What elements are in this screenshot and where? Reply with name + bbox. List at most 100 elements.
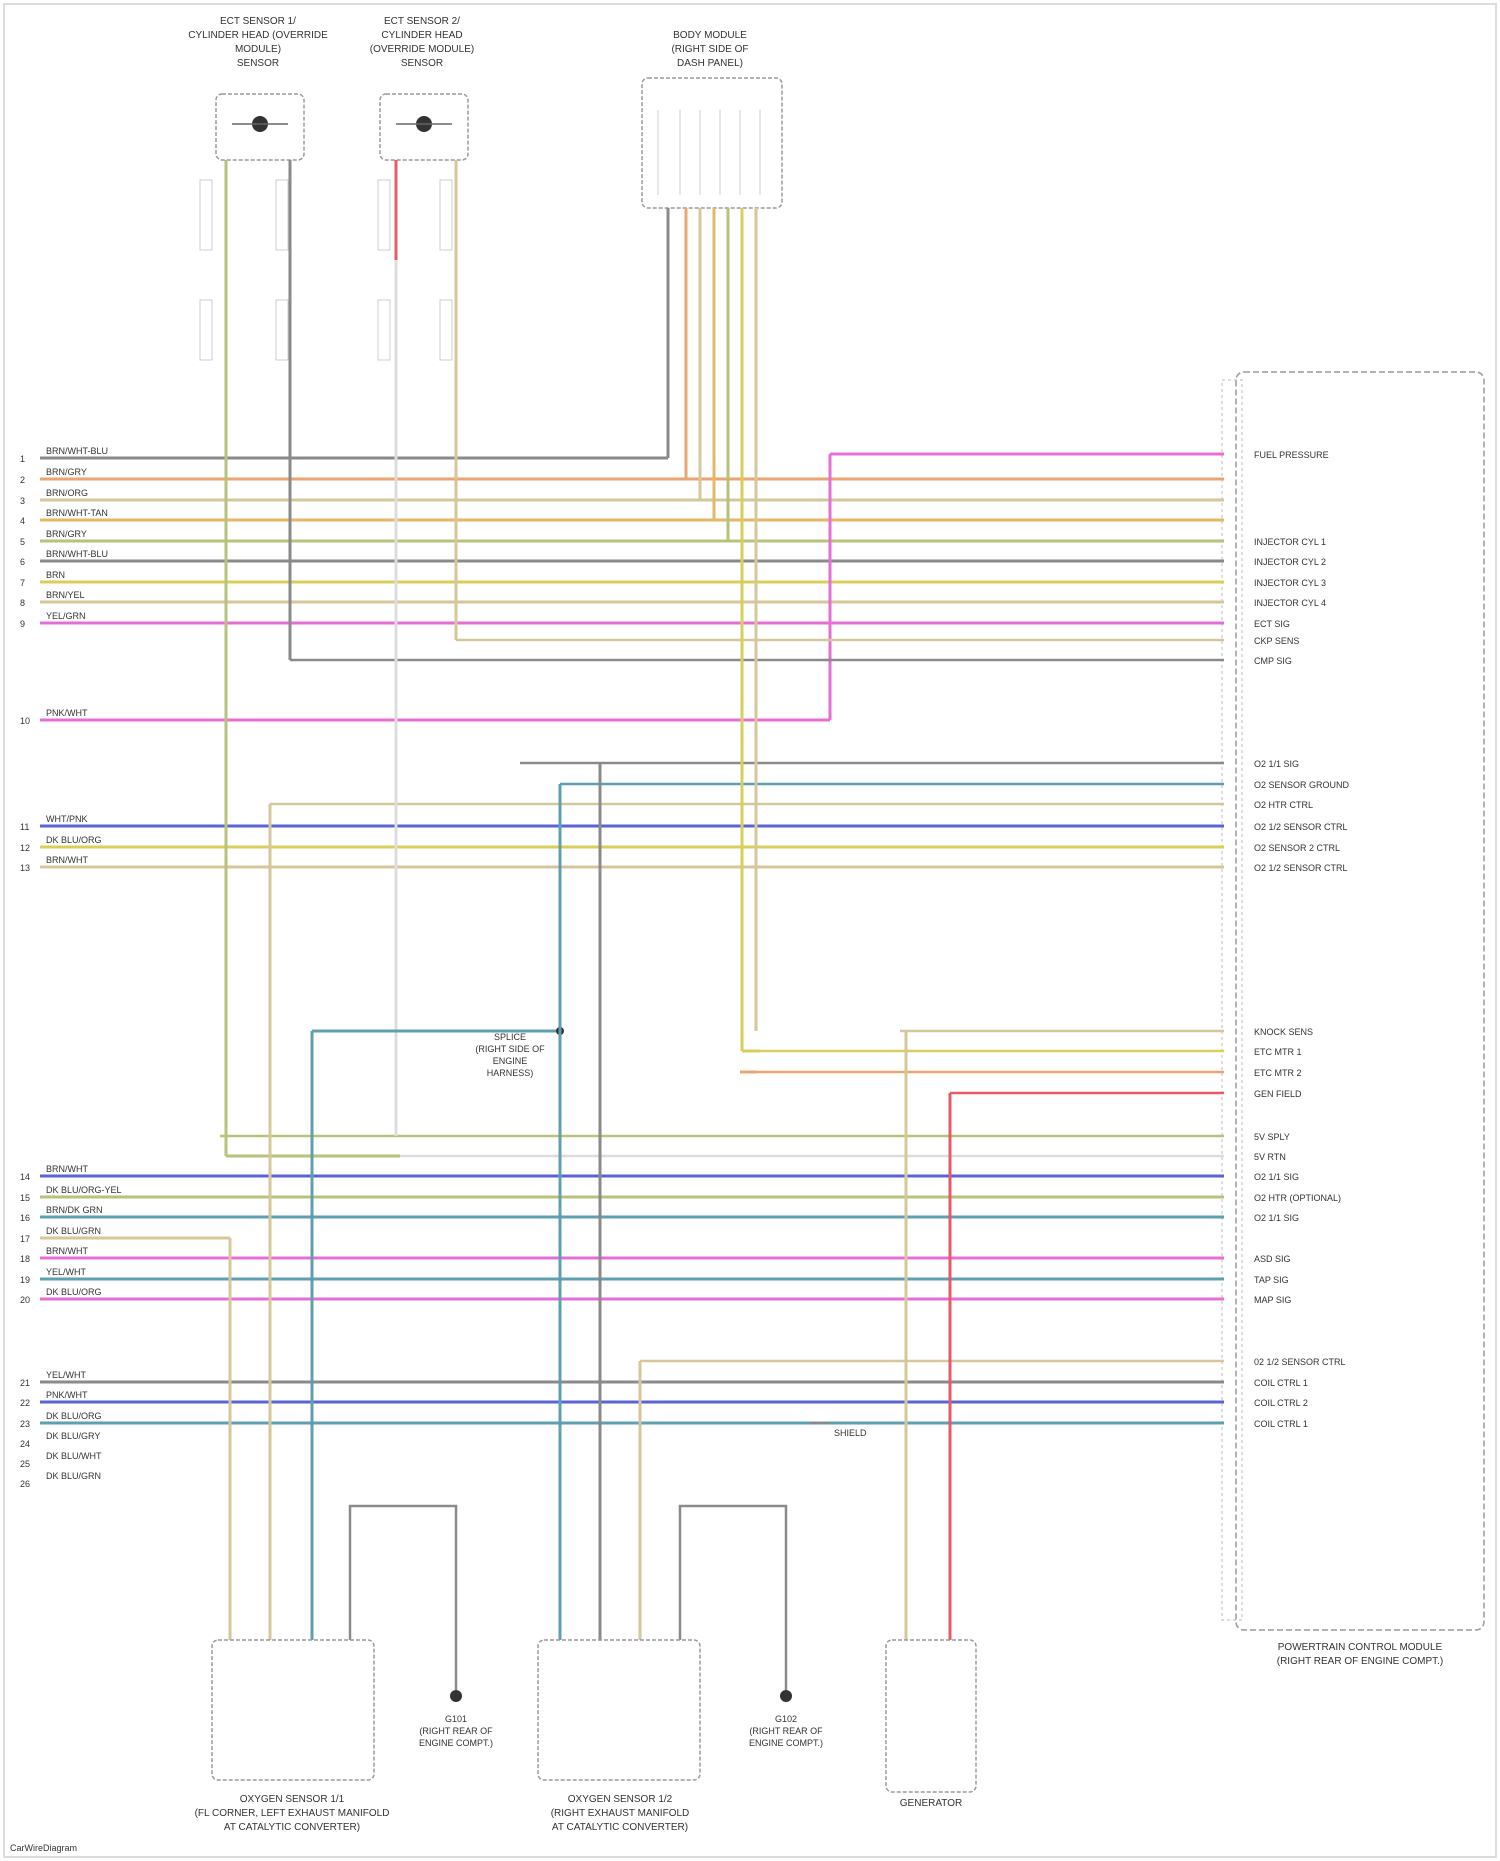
left-wire-label: BRN/WHT-BLU <box>46 446 108 456</box>
body-module-title-3: DASH PANEL) <box>677 58 743 69</box>
left-wire-number: 21 <box>20 1378 30 1388</box>
left-wire-label: BRN/DK GRN <box>46 1205 103 1215</box>
pcm-pin-label: GEN FIELD <box>1254 1089 1302 1099</box>
left-wire-label: BRN/WHT-TAN <box>46 508 108 518</box>
ground-g101-title-1: G101 <box>445 1714 467 1724</box>
ground-g101-title-2: (RIGHT REAR OF <box>419 1726 493 1736</box>
page-border <box>4 4 1496 1857</box>
pcm-pin-label: ETC MTR 1 <box>1254 1047 1302 1057</box>
left-wire-number: 23 <box>20 1419 30 1429</box>
o2-sensor-1-title-1: OXYGEN SENSOR 1/1 <box>240 1794 345 1805</box>
left-wire-label: BRN/WHT <box>46 1246 88 1256</box>
o2-sensor-2-title-1: OXYGEN SENSOR 1/2 <box>568 1794 673 1805</box>
pcm-pin-label: INJECTOR CYL 3 <box>1254 578 1326 588</box>
pcm-title-2: (RIGHT REAR OF ENGINE COMPT.) <box>1277 1656 1444 1667</box>
left-wire-label: YEL/GRN <box>46 611 86 621</box>
left-wire-number: 1 <box>20 454 25 464</box>
pcm-pin-label: O2 1/2 SENSOR CTRL <box>1254 863 1348 873</box>
pcm-pin-label: 5V RTN <box>1254 1152 1286 1162</box>
ect-sensor-2-title-4: SENSOR <box>401 58 443 69</box>
footer-watermark: CarWireDiagram <box>10 1843 77 1853</box>
splice-label: SPLICE (RIGHT SIDE OF ENGINE HARNESS) <box>475 1032 545 1078</box>
left-wire-label: BRN/WHT <box>46 855 88 865</box>
left-wire-number: 14 <box>20 1172 30 1182</box>
left-wire-number: 4 <box>20 516 25 526</box>
generator-body <box>886 1640 976 1792</box>
left-wire-number: 19 <box>20 1275 30 1285</box>
left-wire-number: 13 <box>20 863 30 873</box>
body-module-title-1: BODY MODULE <box>673 30 747 41</box>
left-wire-number: 3 <box>20 496 25 506</box>
shield-label: SHIELD <box>834 1428 867 1438</box>
pcm-pin-label: O2 1/1 SIG <box>1254 1172 1299 1182</box>
ground-g101: G101 (RIGHT REAR OF ENGINE COMPT.) <box>419 1690 493 1748</box>
pcm-pin-label: CKP SENS <box>1254 636 1299 646</box>
pcm-pin-label: TAP SIG <box>1254 1275 1289 1285</box>
left-wire-label: DK BLU/ORG <box>46 1287 102 1297</box>
left-wire-label: DK BLU/WHT <box>46 1451 102 1461</box>
pcm-pin-label: O2 HTR CTRL <box>1254 800 1313 810</box>
pcm-pin-label: O2 HTR (OPTIONAL) <box>1254 1193 1341 1203</box>
generator: GENERATOR <box>886 1640 976 1809</box>
pcm-pin-label: O2 1/1 SIG <box>1254 1213 1299 1223</box>
pcm-pin-label: INJECTOR CYL 2 <box>1254 557 1326 567</box>
ect-sensor-2-title-3: (OVERRIDE MODULE) <box>370 44 474 55</box>
vertical-wires <box>226 160 950 1690</box>
left-wire-number: 17 <box>20 1234 30 1244</box>
left-wire-label: DK BLU/GRN <box>46 1471 101 1481</box>
left-wire-label: BRN/ORG <box>46 488 88 498</box>
o2-sensor-1-title-2: (FL CORNER, LEFT EXHAUST MANIFOLD <box>195 1808 390 1819</box>
left-wire-number: 7 <box>20 578 25 588</box>
left-wire-label: BRN/GRY <box>46 529 87 539</box>
left-wire-number: 25 <box>20 1459 30 1469</box>
pcm-pin-label: KNOCK SENS <box>1254 1027 1313 1037</box>
ect-sensor-1-title-4: SENSOR <box>237 58 279 69</box>
pcm-pin-label: MAP SIG <box>1254 1295 1291 1305</box>
pcm-pin-label: O2 1/1 SIG <box>1254 759 1299 769</box>
left-wire-label: DK BLU/GRN <box>46 1226 101 1236</box>
left-wire-label: DK BLU/ORG <box>46 835 102 845</box>
pcm-pin-label: CMP SIG <box>1254 656 1292 666</box>
body-module-connector: BODY MODULE (RIGHT SIDE OF DASH PANEL) <box>642 30 782 208</box>
pcm-pin-label: 5V SPLY <box>1254 1132 1290 1142</box>
left-wire-label: DK BLU/ORG-YEL <box>46 1185 122 1195</box>
left-wire-label: PNK/WHT <box>46 1390 88 1400</box>
pcm-pin-label: ETC MTR 2 <box>1254 1068 1302 1078</box>
ground-g102-icon <box>780 1690 792 1702</box>
left-wire-number: 8 <box>20 598 25 608</box>
ect-sensor-1-title-2: CYLINDER HEAD (OVERRIDE <box>188 30 328 41</box>
left-wire-number: 6 <box>20 557 25 567</box>
left-wire-label: BRN/YEL <box>46 590 85 600</box>
o2-sensor-2-title-3: AT CATALYTIC CONVERTER) <box>552 1822 688 1833</box>
ect-sensor-2: ECT SENSOR 2/ CYLINDER HEAD (OVERRIDE MO… <box>370 16 474 360</box>
left-wire-number: 9 <box>20 619 25 629</box>
left-wire-number: 22 <box>20 1398 30 1408</box>
left-wire-label: BRN/GRY <box>46 467 87 477</box>
ect-sensor-2-title-1: ECT SENSOR 2/ <box>384 16 460 27</box>
oxygen-sensor-1-2: OXYGEN SENSOR 1/2 (RIGHT EXHAUST MANIFOL… <box>538 1640 700 1833</box>
body-module-title-2: (RIGHT SIDE OF <box>671 44 748 55</box>
left-wire-number: 24 <box>20 1439 30 1449</box>
left-wire-number: 26 <box>20 1479 30 1489</box>
pcm-pin-label: INJECTOR CYL 4 <box>1254 598 1326 608</box>
left-wire-label: DK BLU/GRY <box>46 1431 100 1441</box>
splice-title-2: (RIGHT SIDE OF <box>475 1044 545 1054</box>
pcm-pin-label: O2 1/2 SENSOR CTRL <box>1254 822 1348 832</box>
pcm-pin-labels: FUEL PRESSURE INJECTOR CYL 1 INJECTOR CYL … <box>1254 450 1350 1429</box>
ground-g102: G102 (RIGHT REAR OF ENGINE COMPT.) <box>749 1690 823 1748</box>
left-wire-number: 5 <box>20 537 25 547</box>
pcm-pin-label: ASD SIG <box>1254 1254 1291 1264</box>
pcm-pin-label: COIL CTRL 2 <box>1254 1398 1308 1408</box>
left-wire-number: 18 <box>20 1254 30 1264</box>
pcm-pin-label: FUEL PRESSURE <box>1254 450 1329 460</box>
pcm-pin-label: INJECTOR CYL 1 <box>1254 537 1326 547</box>
ect-sensor-1-title-3: MODULE) <box>235 44 281 55</box>
body-module-body <box>642 78 782 208</box>
left-wire-label: WHT/PNK <box>46 814 88 824</box>
ground-g102-title-1: G102 <box>775 1714 797 1724</box>
pcm-pin-label: COIL CTRL 1 <box>1254 1378 1308 1388</box>
left-wire-number: 10 <box>20 716 30 726</box>
generator-title: GENERATOR <box>900 1798 962 1809</box>
left-wire-number: 11 <box>20 822 29 832</box>
